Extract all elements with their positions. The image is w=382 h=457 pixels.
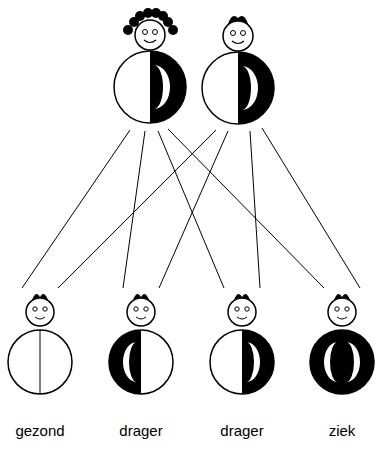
child-bodies <box>8 330 374 394</box>
genotype-label: gezond <box>11 422 69 440</box>
child-node: ziek <box>325 422 360 440</box>
genotype-label: drager <box>216 422 268 440</box>
mother-figure <box>114 8 186 123</box>
inheritance-lines <box>22 128 360 288</box>
child-node: gezond <box>11 422 69 440</box>
genotype-label: drager <box>115 422 167 440</box>
child-heads <box>26 294 356 326</box>
child-node: drager <box>216 422 268 440</box>
child-node: drager <box>115 422 167 440</box>
genotype-label: ziek <box>325 422 360 440</box>
father-figure <box>202 16 274 124</box>
